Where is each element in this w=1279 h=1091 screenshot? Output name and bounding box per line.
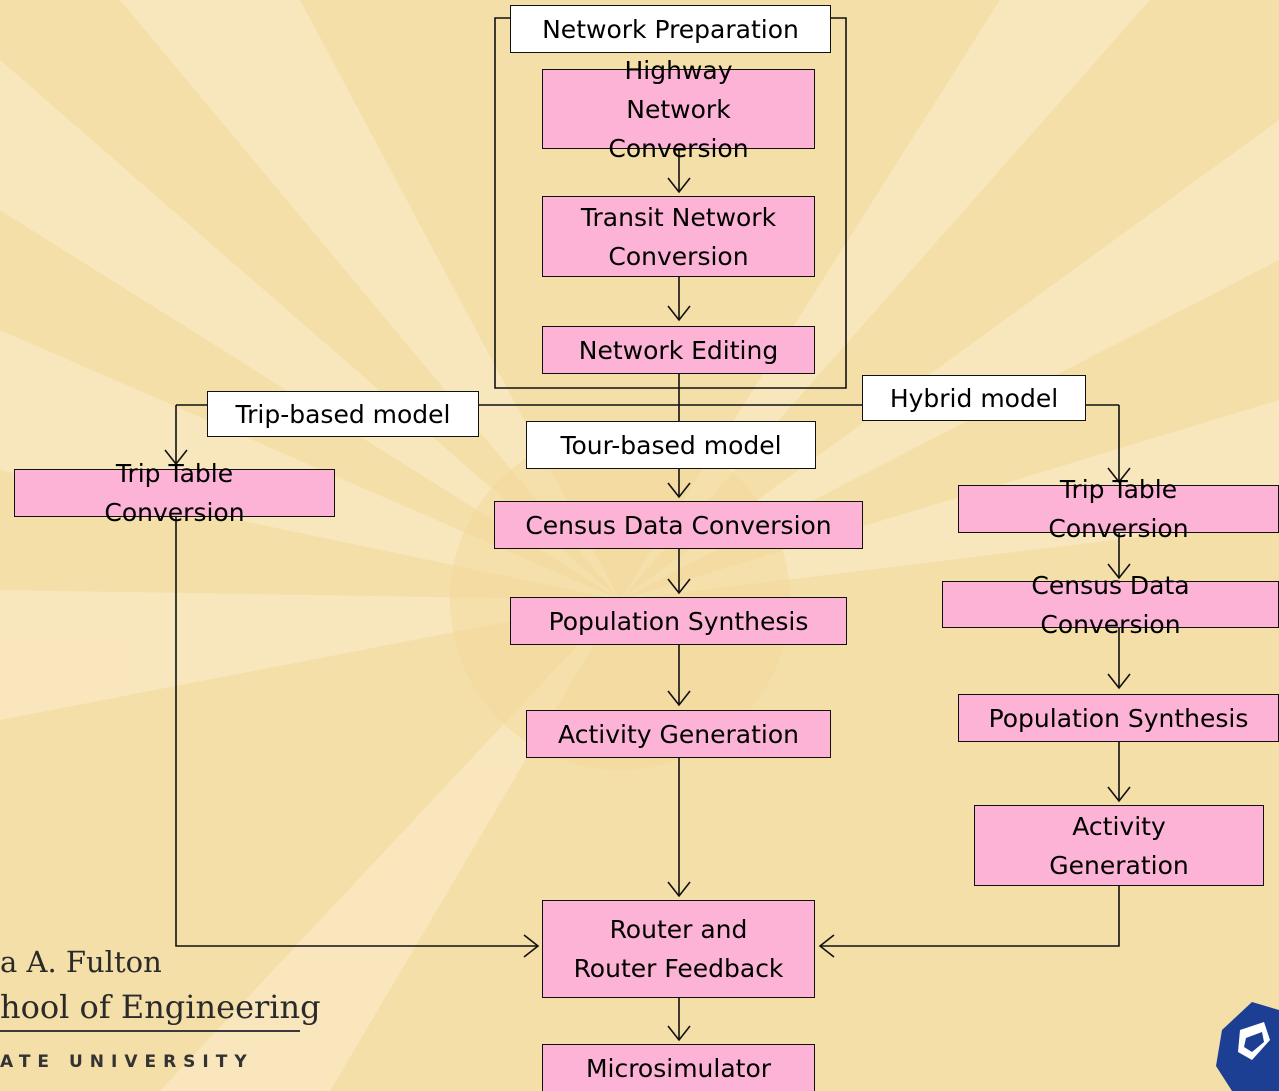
logo-line-1: a A. Fulton <box>0 945 162 979</box>
network-preparation-label: Network Preparation <box>510 5 831 53</box>
network-editing-box: Network Editing <box>542 326 815 374</box>
population-synthesis-mid-box: Population Synthesis <box>510 597 847 645</box>
router-feedback-box: Router and Router Feedback <box>542 900 815 998</box>
population-synthesis-right-box: Population Synthesis <box>958 694 1279 742</box>
network-prep-container <box>494 17 847 389</box>
logo-line-2: hool of Engineering <box>0 988 321 1026</box>
trip-table-conversion-right-box: Trip Table Conversion <box>958 475 1279 543</box>
trip-table-conversion-left-box: Trip Table Conversion <box>14 459 335 527</box>
census-data-conversion-mid-box: Census Data Conversion <box>494 501 863 549</box>
highway-network-conversion-box: Highway Network Conversion <box>542 56 815 163</box>
microsimulator-box: Microsimulator <box>542 1044 815 1091</box>
university-shield-icon <box>1216 1002 1279 1091</box>
transit-network-conversion-box: Transit Network Conversion <box>542 196 815 277</box>
census-data-conversion-right-box: Census Data Conversion <box>942 571 1279 639</box>
activity-generation-mid-box: Activity Generation <box>526 710 831 758</box>
tour-based-model-label: Tour-based model <box>526 421 816 469</box>
activity-generation-right-box: Activity Generation <box>974 805 1264 886</box>
hybrid-model-label: Hybrid model <box>862 375 1086 421</box>
trip-based-model-label: Trip-based model <box>207 391 479 437</box>
logo-line-3: ATE UNIVERSITY <box>0 1052 254 1072</box>
logo-divider <box>0 1030 300 1032</box>
